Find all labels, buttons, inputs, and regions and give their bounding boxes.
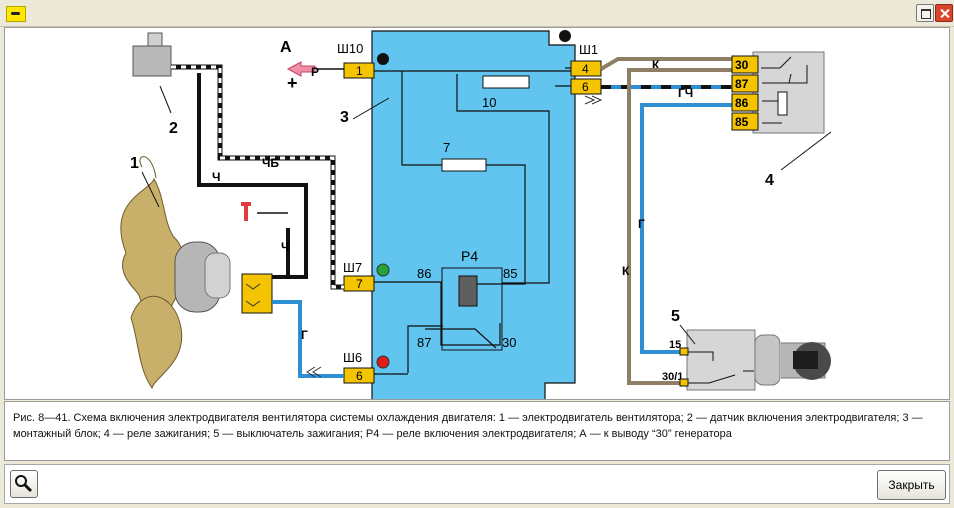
svg-text:К: К bbox=[652, 58, 660, 72]
svg-text:6: 6 bbox=[356, 369, 363, 383]
pin-sh7-7 bbox=[343, 275, 375, 292]
red-indicator bbox=[376, 355, 390, 369]
ignition-switch bbox=[686, 329, 756, 391]
fuse-10 bbox=[482, 75, 530, 89]
svg-text:7: 7 bbox=[356, 277, 363, 291]
relay-r4-label: Р4 bbox=[461, 248, 478, 264]
close-button[interactable]: Закрыть bbox=[877, 470, 946, 500]
svg-text:85: 85 bbox=[735, 115, 749, 129]
zoom-button[interactable] bbox=[10, 470, 38, 498]
footer: Закрыть bbox=[4, 464, 950, 504]
svg-text:87: 87 bbox=[735, 77, 749, 91]
svg-text:3: 3 bbox=[340, 109, 349, 126]
diagram-panel: 10 7 Р4 86 85 87 30 Ш10 1 Ш1 4 6 Ш7 7 Ш6… bbox=[4, 27, 950, 400]
close-window-button[interactable] bbox=[935, 4, 953, 22]
svg-text:+: + bbox=[287, 73, 298, 93]
svg-text:ГЧ: ГЧ bbox=[678, 86, 693, 100]
fan-connector bbox=[241, 273, 273, 314]
svg-text:2: 2 bbox=[169, 120, 178, 137]
svg-text:Г: Г bbox=[301, 328, 308, 342]
relay-r4 bbox=[441, 267, 503, 351]
svg-text:87: 87 bbox=[417, 335, 431, 350]
pin-sh10-1 bbox=[343, 62, 375, 79]
svg-text:6: 6 bbox=[582, 80, 589, 94]
mounting-block bbox=[371, 30, 576, 399]
svg-text:ЧБ: ЧБ bbox=[262, 156, 279, 170]
wiring-diagram: 10 7 Р4 86 85 87 30 Ш10 1 Ш1 4 6 Ш7 7 Ш6… bbox=[120, 30, 832, 399]
relay-r4-coil bbox=[458, 275, 478, 307]
svg-text:Ч: Ч bbox=[212, 170, 220, 184]
ignition-relay bbox=[752, 51, 825, 134]
svg-text:85: 85 bbox=[503, 266, 517, 281]
svg-text:Ш6: Ш6 bbox=[343, 350, 362, 365]
app-icon bbox=[6, 6, 26, 22]
svg-text:Г: Г bbox=[638, 217, 645, 231]
figure-caption: Рис. 8—41. Схема включения электродвигат… bbox=[4, 401, 950, 461]
green-indicator bbox=[376, 263, 390, 277]
svg-text:5: 5 bbox=[671, 308, 680, 325]
svg-text:Ш7: Ш7 bbox=[343, 260, 362, 275]
svg-text:К: К bbox=[622, 264, 630, 278]
svg-text:4: 4 bbox=[582, 62, 589, 76]
svg-text:30: 30 bbox=[502, 335, 516, 350]
fan-blade bbox=[130, 295, 183, 390]
svg-text:Р: Р bbox=[311, 65, 319, 79]
svg-text:15: 15 bbox=[669, 339, 681, 351]
arrow-a bbox=[286, 61, 316, 77]
svg-text:Ч: Ч bbox=[281, 240, 289, 254]
block-corner-dot bbox=[377, 53, 389, 65]
svg-text:30/1: 30/1 bbox=[662, 371, 683, 383]
fuse-7-label: 7 bbox=[443, 140, 450, 155]
svg-text:Ш1: Ш1 bbox=[579, 42, 598, 57]
svg-text:4: 4 bbox=[765, 172, 774, 189]
sensor bbox=[132, 45, 172, 77]
block-corner-dot bbox=[559, 30, 571, 42]
svg-text:30: 30 bbox=[735, 58, 749, 72]
svg-text:86: 86 bbox=[735, 96, 749, 110]
title-bar bbox=[0, 0, 954, 27]
magnifier-icon bbox=[15, 475, 33, 493]
svg-text:1: 1 bbox=[356, 64, 363, 78]
svg-text:1: 1 bbox=[130, 155, 139, 172]
svg-text:А: А bbox=[280, 39, 292, 56]
svg-text:86: 86 bbox=[417, 266, 431, 281]
fuse-7 bbox=[441, 158, 487, 172]
fuse-10-label: 10 bbox=[482, 95, 496, 110]
svg-text:Ш10: Ш10 bbox=[337, 41, 363, 56]
maximize-button[interactable] bbox=[916, 4, 934, 22]
